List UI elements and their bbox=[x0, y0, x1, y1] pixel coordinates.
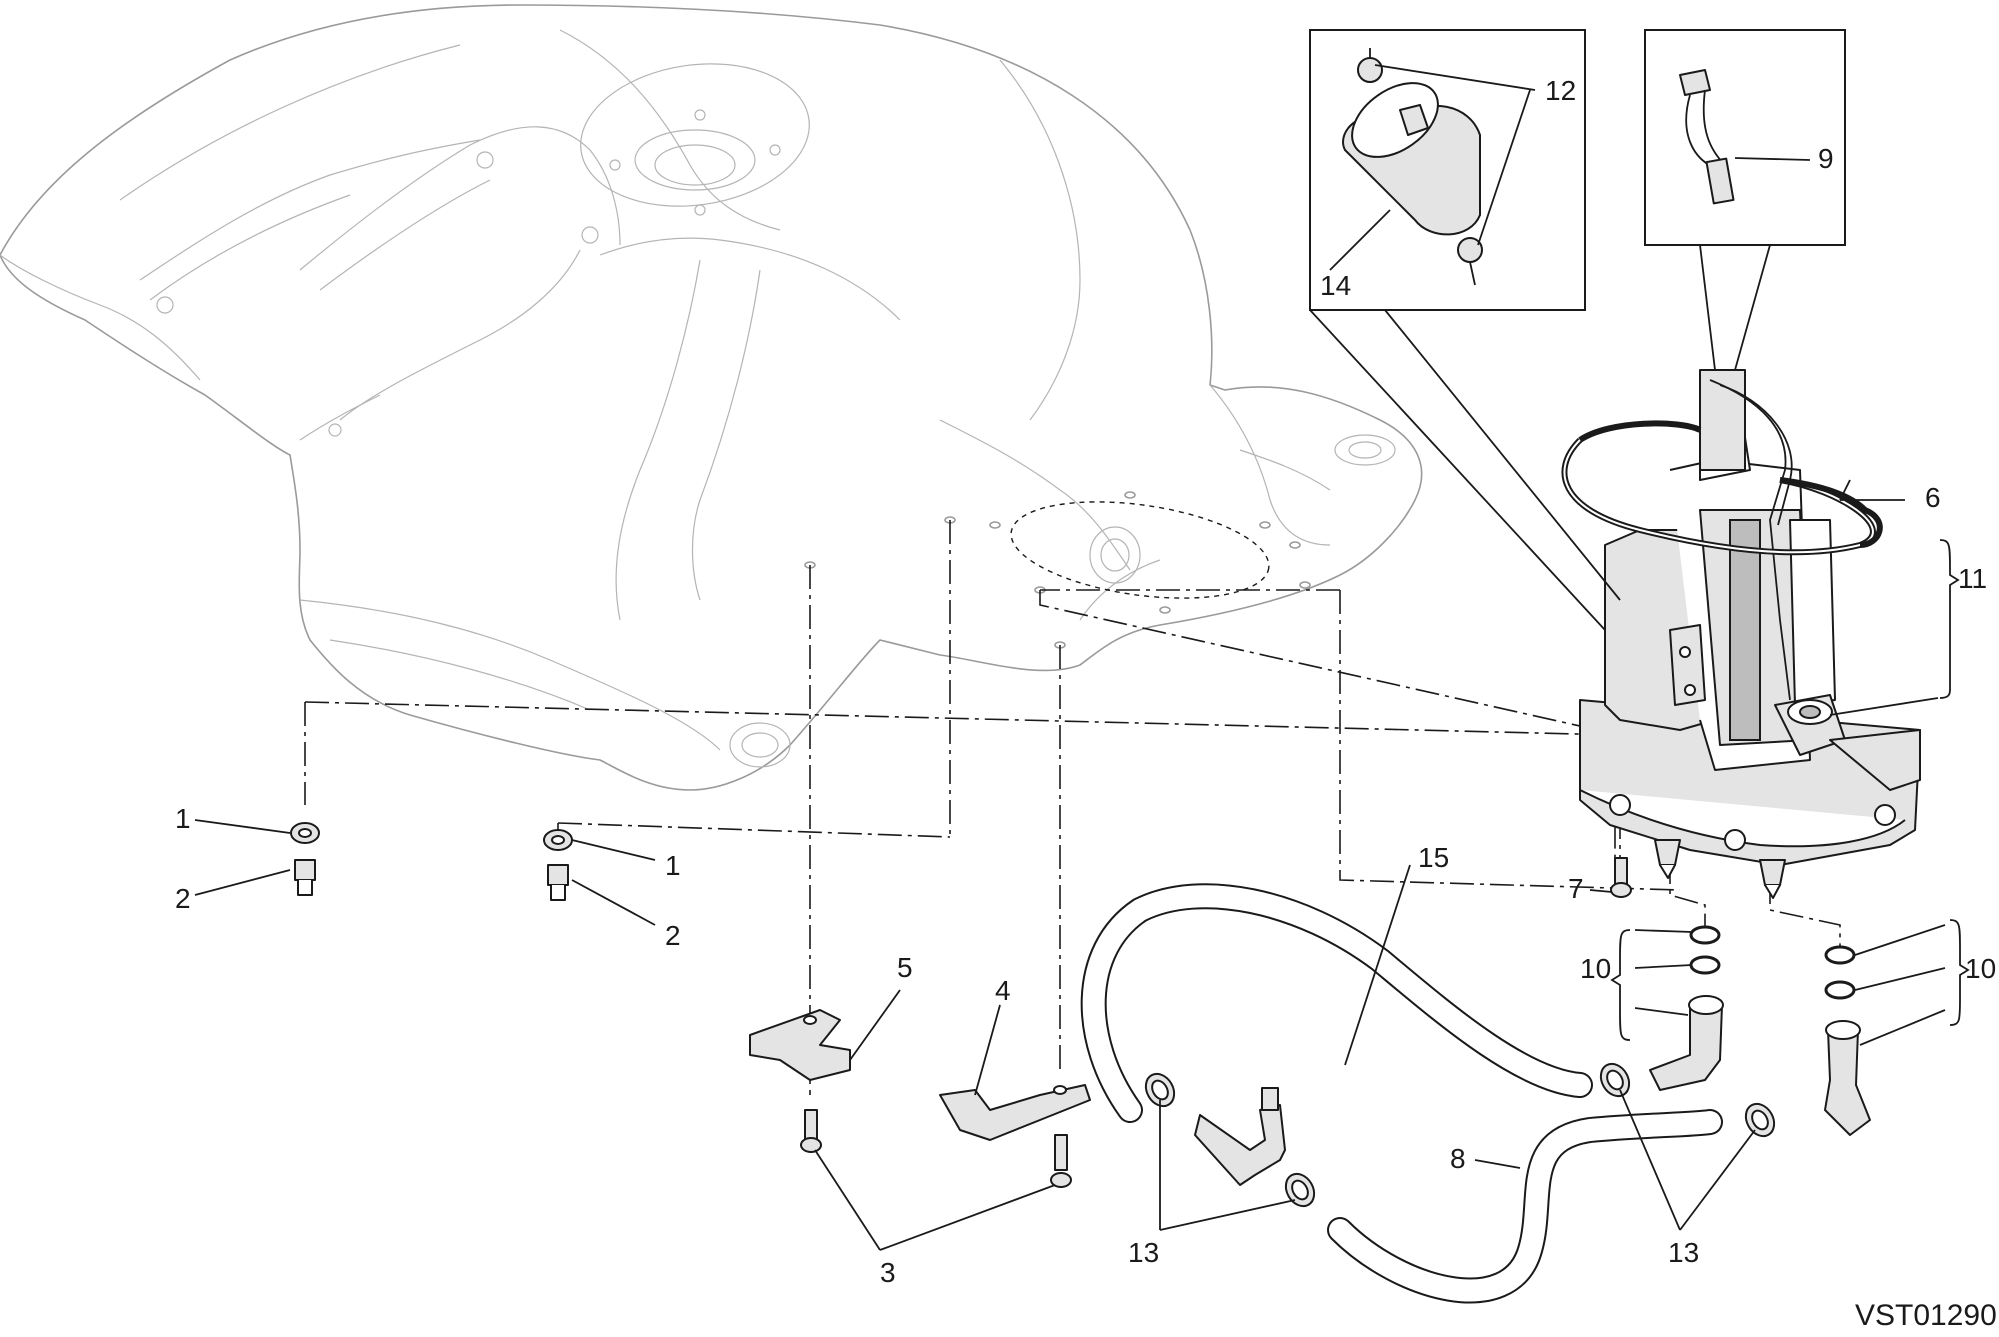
callout-13a: 13 bbox=[1128, 1237, 1159, 1268]
callout-8: 8 bbox=[1450, 1143, 1466, 1174]
bracket-5 bbox=[749, 1009, 851, 1081]
callout-5: 5 bbox=[897, 952, 913, 983]
reference-code: VST01290 bbox=[1855, 1299, 1997, 1332]
t-connector bbox=[1194, 1087, 1286, 1186]
grommet-and-screw-left bbox=[290, 822, 573, 901]
callout-3: 3 bbox=[880, 1257, 896, 1288]
fuel-pump-assembly bbox=[1561, 369, 1921, 899]
callout-9: 9 bbox=[1818, 143, 1834, 174]
callout-6: 6 bbox=[1925, 482, 1941, 513]
callout-1a: 1 bbox=[175, 803, 191, 834]
callout-2a: 2 bbox=[175, 883, 191, 914]
callout-14: 14 bbox=[1320, 270, 1351, 301]
callout-11: 11 bbox=[1958, 563, 1987, 594]
callout-12: 12 bbox=[1545, 75, 1576, 106]
hose-8 bbox=[1327, 1109, 1723, 1304]
callout-13b: 13 bbox=[1668, 1237, 1699, 1268]
callout-15: 15 bbox=[1418, 842, 1449, 873]
o-rings-and-couplers bbox=[1649, 925, 1871, 1136]
hose-15 bbox=[1080, 883, 1593, 1123]
screws-3 bbox=[800, 857, 1632, 1188]
callout-7: 7 bbox=[1568, 873, 1584, 904]
detail-box-sensor bbox=[1644, 29, 1846, 371]
callout-10a: 10 bbox=[1580, 953, 1611, 984]
hose-clamps bbox=[1144, 1062, 1776, 1208]
callouts: 1 2 1 2 3 4 5 6 7 8 9 10 10 11 12 13 13 … bbox=[175, 75, 1997, 1332]
callout-10b: 10 bbox=[1965, 953, 1996, 984]
detail-box-filter bbox=[1309, 29, 1621, 631]
bracket-4 bbox=[939, 1084, 1091, 1141]
callout-2b: 2 bbox=[665, 920, 681, 951]
fuel-tank bbox=[0, 4, 1423, 791]
callout-1b: 1 bbox=[665, 850, 681, 881]
callout-4: 4 bbox=[995, 975, 1011, 1006]
leader-lines bbox=[194, 64, 1970, 1251]
